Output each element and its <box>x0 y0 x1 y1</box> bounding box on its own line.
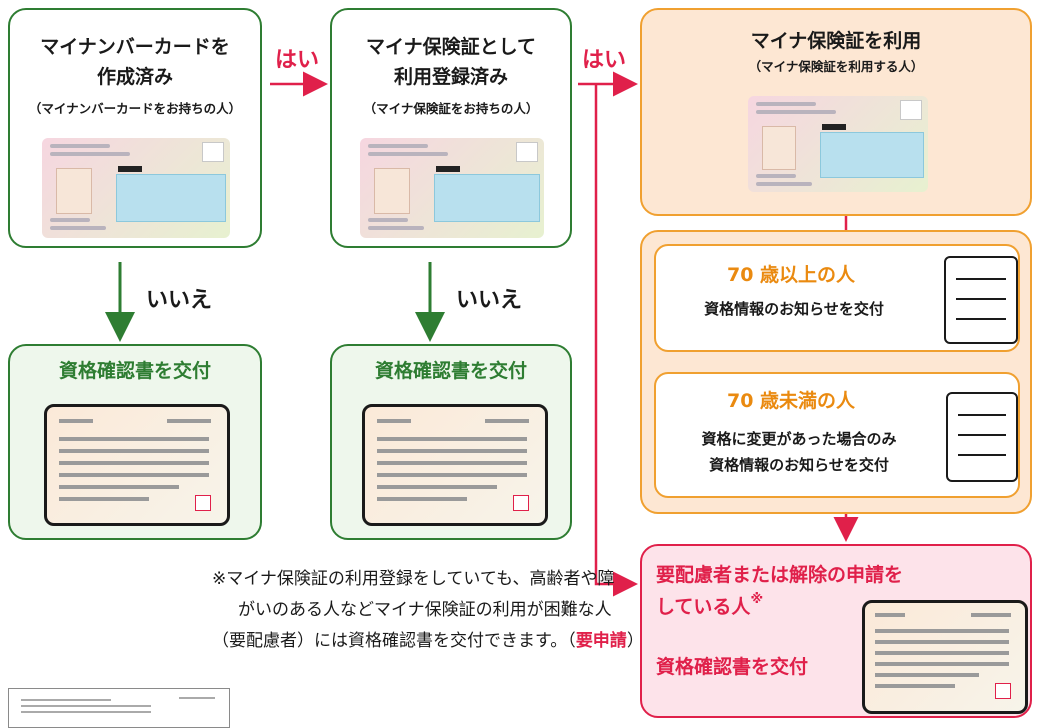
label-yes-2: はい <box>582 48 627 73</box>
special-title2: している人 <box>656 596 751 618</box>
box-use-title: マイナ保険証を利用 <box>750 30 922 52</box>
box-cert-2-title: 資格確認書を交付 <box>374 360 527 382</box>
certificate-card-image <box>44 404 230 526</box>
box-age-70-minus: 70 歳未満の人 資格に変更があった場合のみ 資格情報のお知らせを交付 <box>654 372 1020 498</box>
label-no-1: いいえ <box>146 288 213 313</box>
age-70-minus-title: 70 歳未満の人 <box>726 390 856 412</box>
age-70-plus-title: 70 歳以上の人 <box>726 264 856 286</box>
box-mynumber: マイナンバーカードを 作成済み （マイナンバーカードをお持ちの人） <box>8 8 262 248</box>
box-cert-1: 資格確認書を交付 <box>8 344 262 540</box>
special-title2-line: している人※ <box>656 592 763 619</box>
age-70-minus-line2: 資格情報のお知らせを交付 <box>709 456 889 474</box>
mynumber-card-image <box>42 138 230 238</box>
age-70-plus-line1: 資格情報のお知らせを交付 <box>704 300 884 318</box>
box-special-needs: 要配慮者または解除の申請を している人※ 資格確認書を交付 <box>640 544 1032 718</box>
footnote-line3: （要配慮者）には資格確認書を交付できます。（要申請） <box>212 626 644 657</box>
certificate-card-image <box>362 404 548 526</box>
footnote-apply-required: 要申請 <box>575 631 627 651</box>
age-70-minus-line1: 資格に変更があった場合のみ <box>701 430 897 448</box>
special-cert: 資格確認書を交付 <box>656 656 809 678</box>
mynumber-card-image <box>360 138 544 238</box>
box-use-sub: （マイナ保険証を利用する人） <box>748 59 924 74</box>
box-age-70-plus: 70 歳以上の人 資格情報のお知らせを交付 <box>654 244 1020 352</box>
box-cert-2: 資格確認書を交付 <box>330 344 572 540</box>
box-hoken-title1: マイナ保険証として <box>365 36 537 58</box>
arrow-to-special <box>594 84 638 597</box>
box-mynumber-title2: 作成済み <box>96 66 173 88</box>
notice-document-icon <box>944 256 1018 344</box>
footnote-line3a: （要配慮者）には資格確認書を交付できます。（ <box>212 631 576 651</box>
box-use-hoken: マイナ保険証を利用 （マイナ保険証を利用する人） <box>640 8 1032 216</box>
footnote-line3c: ） <box>626 631 644 651</box>
box-mynumber-sub: （マイナンバーカードをお持ちの人） <box>28 101 242 116</box>
box-hoken-registered: マイナ保険証として 利用登録済み （マイナ保険証をお持ちの人） <box>330 8 572 248</box>
special-mark: ※ <box>750 592 764 607</box>
notice-document-icon <box>946 392 1018 482</box>
mynumber-card-image <box>748 96 928 192</box>
footnote-line1: ※マイナ保険証の利用登録をしていても、高齢者や障 <box>212 569 615 589</box>
certificate-card-image <box>862 600 1028 714</box>
document-thumbnail <box>8 688 230 728</box>
box-hoken-title2: 利用登録済み <box>393 66 508 88</box>
box-mynumber-title1: マイナンバーカードを <box>40 36 230 58</box>
footnote-line2: がいのある人などマイナ保険証の利用が困難な人 <box>238 600 612 620</box>
label-yes-1: はい <box>275 48 320 73</box>
box-cert-1-title: 資格確認書を交付 <box>58 360 211 382</box>
special-title1: 要配慮者または解除の申請を <box>656 564 904 586</box>
box-hoken-sub: （マイナ保険証をお持ちの人） <box>363 101 539 116</box>
label-no-2: いいえ <box>456 288 523 313</box>
